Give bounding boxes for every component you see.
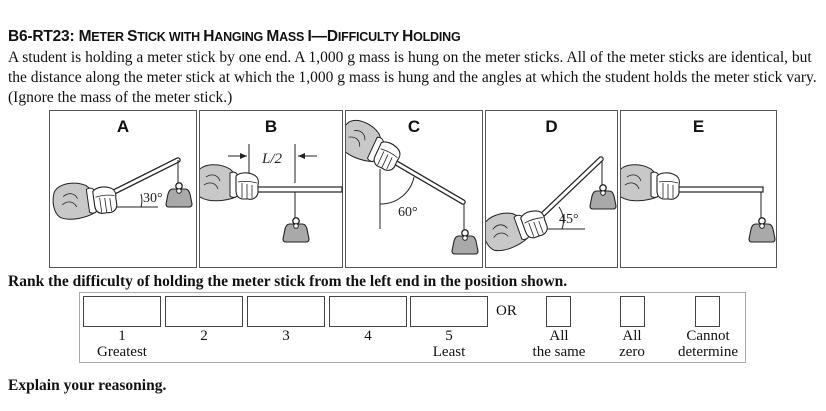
angle-label: 60° — [398, 205, 418, 220]
rank-number: 4 — [364, 328, 372, 344]
all-zero-checkbox[interactable] — [620, 296, 645, 327]
angle-arc — [379, 176, 415, 205]
mass-icon — [748, 217, 776, 243]
angle-label: 45° — [559, 212, 579, 227]
rank-number: 2 — [200, 328, 208, 344]
cannot-determine-label: Cannot determine — [670, 328, 746, 360]
mass-icon — [451, 229, 479, 255]
option-line: the same — [532, 343, 586, 360]
panel-c-diagram: 60° — [346, 114, 479, 255]
title-cap: H — [402, 28, 414, 45]
panel-label: E — [692, 117, 705, 136]
arrow-right-icon — [240, 153, 247, 159]
option-line: determine — [678, 343, 738, 360]
title-smallcaps: OLDING — [413, 30, 461, 44]
problem-intro: A student is holding a meter stick by on… — [8, 49, 817, 106]
panel-a: A 30° — [49, 110, 197, 268]
panel-c: C 60° — [345, 110, 483, 268]
rank-slot-4[interactable] — [329, 296, 407, 327]
panel-e-diagram — [621, 164, 776, 243]
panel-b-diagram: L/2 — [200, 144, 343, 243]
panel-d: D 45° — [485, 110, 618, 268]
hand-icon — [621, 164, 680, 202]
hand-icon — [200, 164, 259, 202]
title-smallcaps: ASS — [279, 30, 308, 44]
hand-icon — [486, 199, 551, 256]
title-smallcaps: IFFICULTY — [337, 30, 403, 44]
angle-arc — [558, 206, 564, 230]
option-line: Cannot — [686, 328, 730, 344]
panel-a-diagram: 30° — [50, 157, 193, 223]
panel-d-diagram: 45° — [486, 156, 617, 256]
option-line: All — [622, 328, 642, 344]
or-label: OR — [496, 303, 517, 319]
problem-title: B6-RT23: METER STICK WITH HANGING MASS I… — [8, 28, 461, 46]
title-cap: H — [203, 28, 215, 45]
rank-slot-1[interactable] — [83, 296, 161, 327]
rank-sub-label: Least — [432, 344, 466, 360]
ranking-prompt: Rank the difficulty of holding the meter… — [8, 273, 568, 290]
rank-number: 1 — [118, 328, 126, 344]
rank-number: 3 — [282, 328, 290, 344]
hand-icon — [50, 176, 119, 223]
problem-code: B6-RT23: — [8, 28, 75, 45]
panel-label: A — [116, 117, 130, 136]
arrow-left-icon — [298, 153, 305, 159]
panel-e: E — [620, 110, 777, 268]
rank-slot-3[interactable] — [247, 296, 325, 327]
title-cap: M — [78, 28, 92, 45]
meter-stick — [249, 186, 343, 193]
dimension-label: L/2 — [261, 151, 283, 167]
problem-title-text: METER STICK WITH HANGING MASS I—DIFFICUL… — [79, 28, 461, 45]
panel-label: D — [545, 117, 558, 136]
mass-icon — [589, 184, 617, 210]
title-cap: M — [266, 28, 280, 45]
title-smallcaps: ANGING — [214, 30, 267, 44]
ranking-answer-area: 1 Greatest 2 3 4 5 Least OR All the same… — [79, 292, 746, 363]
title-cap: S — [127, 28, 138, 45]
title-smallcaps: TICK WITH — [137, 30, 204, 44]
rank-number: 5 — [445, 328, 453, 344]
all-zero-label: All zero — [607, 328, 657, 360]
title-cap: I—D — [307, 28, 338, 45]
explain-prompt: Explain your reasoning. — [8, 377, 167, 394]
angle-arc — [140, 193, 143, 208]
panel-label: C — [407, 117, 421, 136]
option-line: zero — [619, 343, 645, 360]
title-smallcaps: ETER — [91, 30, 128, 44]
mass-icon — [282, 217, 310, 243]
rank-slot-2[interactable] — [165, 296, 243, 327]
meter-stick — [670, 186, 764, 193]
cannot-determine-checkbox[interactable] — [695, 296, 720, 327]
mass-icon — [165, 182, 193, 208]
rank-slot-5[interactable] — [410, 296, 488, 327]
all-the-same-checkbox[interactable] — [546, 296, 571, 327]
option-line: All — [549, 328, 569, 344]
panel-b: B L/2 — [199, 110, 343, 268]
angle-label: 30° — [143, 191, 163, 206]
rank-sub-label: Greatest — [97, 344, 147, 360]
all-the-same-label: All the same — [524, 328, 594, 360]
panel-label: B — [264, 117, 278, 136]
